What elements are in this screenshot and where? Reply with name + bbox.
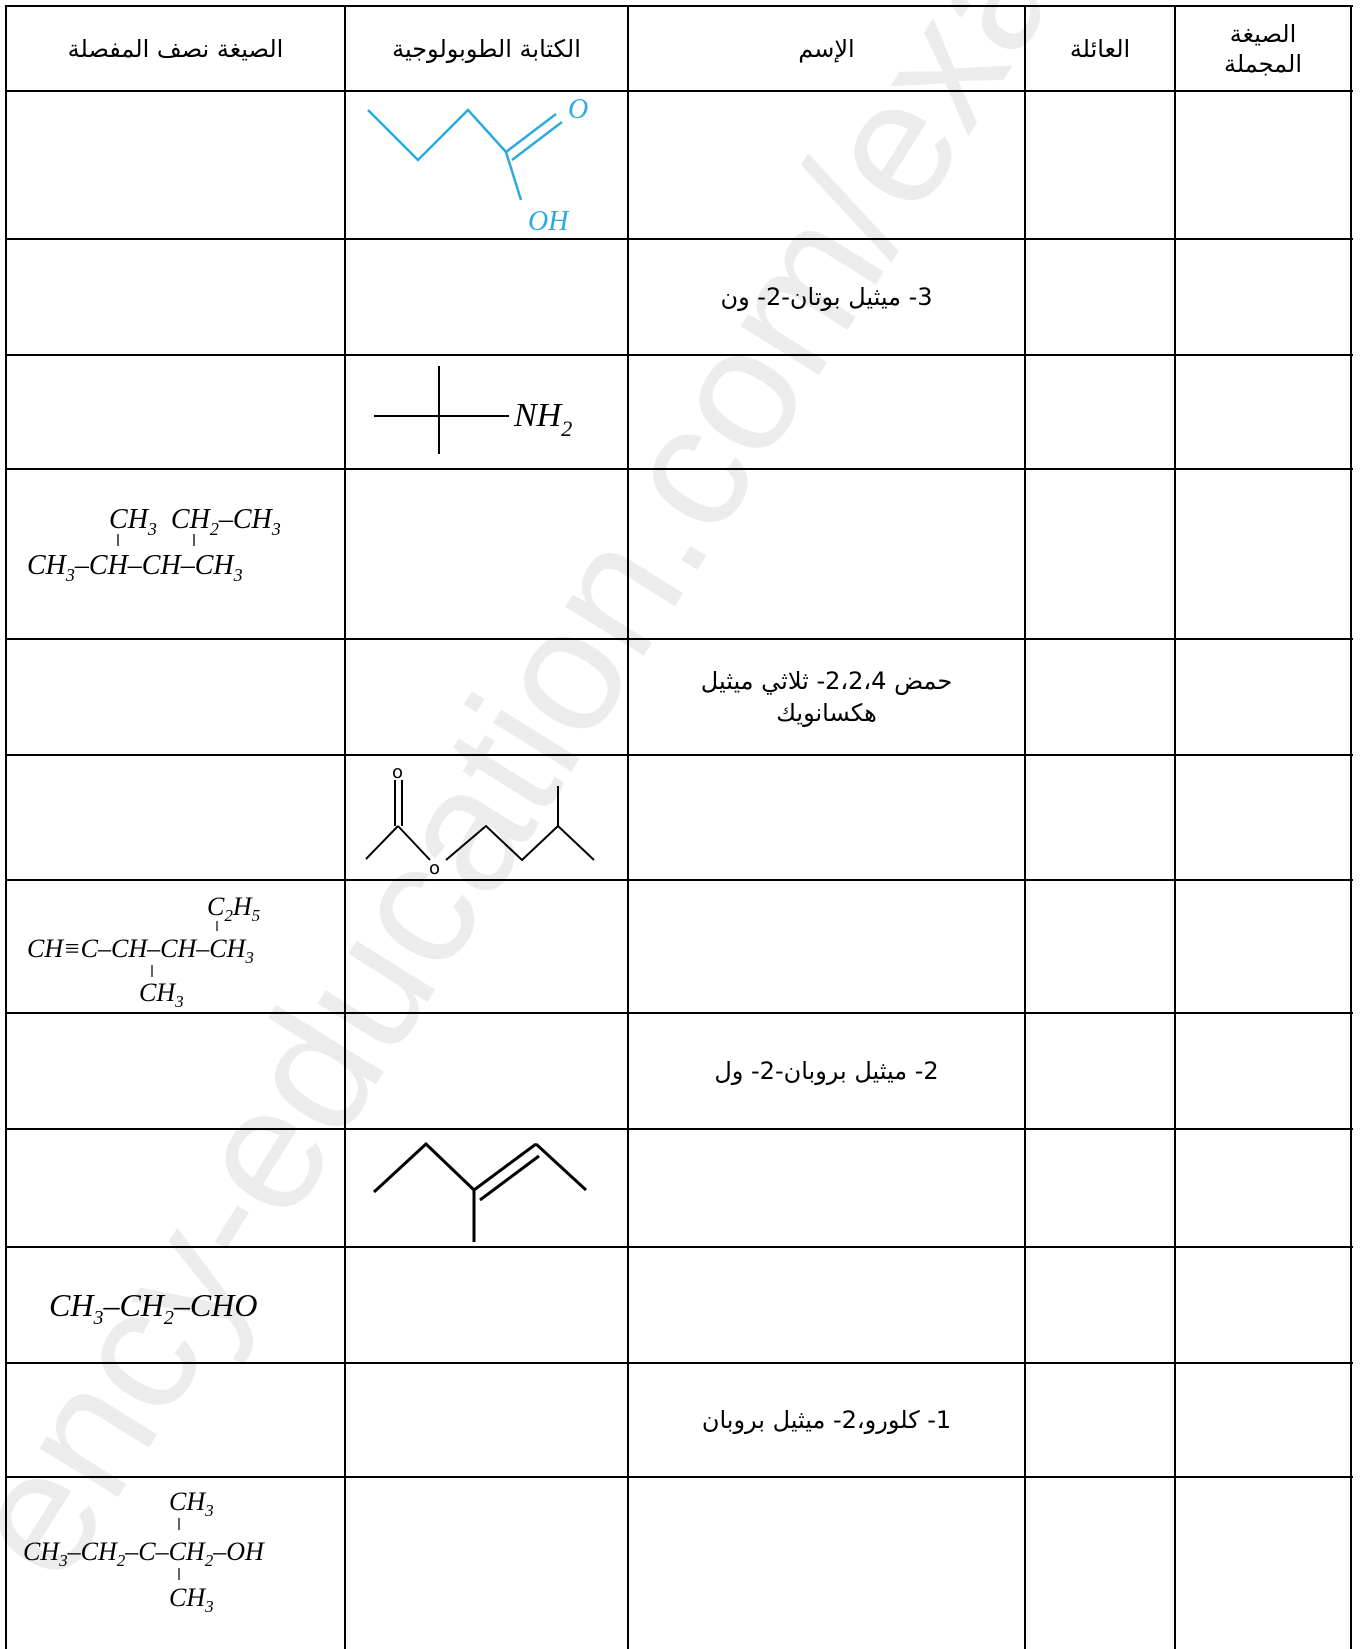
name-2-methylpropan-2-ol: 2- ميثيل بروبان-2- ول: [714, 1056, 939, 1085]
struct-carbonyl-oxygen: o: [392, 762, 403, 783]
struct-amine-label: NH2: [513, 397, 572, 441]
header-molecular-formula: الصيغة المجملة: [1223, 19, 1303, 78]
struct-oxygen-label: O: [568, 94, 588, 125]
name-3-methylbutan-2-one: 3- ميثيل بوتان-2- ون: [720, 282, 933, 311]
header-condensed-formula: الصيغة نصف المفصلة: [67, 34, 284, 63]
struct-hydroxyl-label: OH: [528, 206, 570, 237]
formula-line-3: CH3: [139, 978, 184, 1011]
formula-line-2: CH3–CH–CH–CH3: [27, 550, 243, 585]
condensed-formula-2-2-dimethylbutan-1-ol: CH3 CH3–CH2–C–CH2–OH CH3: [7, 1478, 344, 1649]
formula-line-1: CH3–CH2–CHO: [49, 1287, 257, 1329]
formula-line-2: CH≡C–CH–CH–CH3: [27, 934, 254, 967]
formula-line-1: CH3: [169, 1487, 214, 1520]
name-2-2-4-trimethylhexanoic-acid: حمض 2،2،4- ثلاثي ميثيل هكسانويك: [700, 666, 953, 727]
topological-structure-tert-butylamine: NH2: [374, 366, 572, 454]
header-name: الإسم: [798, 34, 855, 63]
condensed-formula-3-methyl-4-ethylpent-1-yne: C2H5 CH≡C–CH–CH–CH3 CH3: [7, 881, 344, 1012]
name-1-chloro-2-methylpropane: 1- كلورو،2- ميثيل بروبان: [701, 1405, 952, 1434]
header-family: العائلة: [1069, 34, 1131, 63]
formula-line-2: CH3–CH2–C–CH2–OH: [23, 1537, 265, 1570]
topological-structure-isopentyl-acetate: o o: [365, 762, 595, 879]
topological-structure-3-methylpent-2-ene: [372, 1141, 588, 1242]
header-topological-formula: الكتابة الطوبولوجية: [392, 34, 581, 63]
formula-line-1: C2H5: [207, 892, 260, 925]
condensed-formula-propanal: CH3–CH2–CHO: [7, 1248, 344, 1362]
topological-structure-butanoic-acid: O OH: [367, 94, 588, 237]
formula-line-3: CH3: [169, 1583, 214, 1616]
struct-ether-oxygen: o: [429, 858, 440, 879]
